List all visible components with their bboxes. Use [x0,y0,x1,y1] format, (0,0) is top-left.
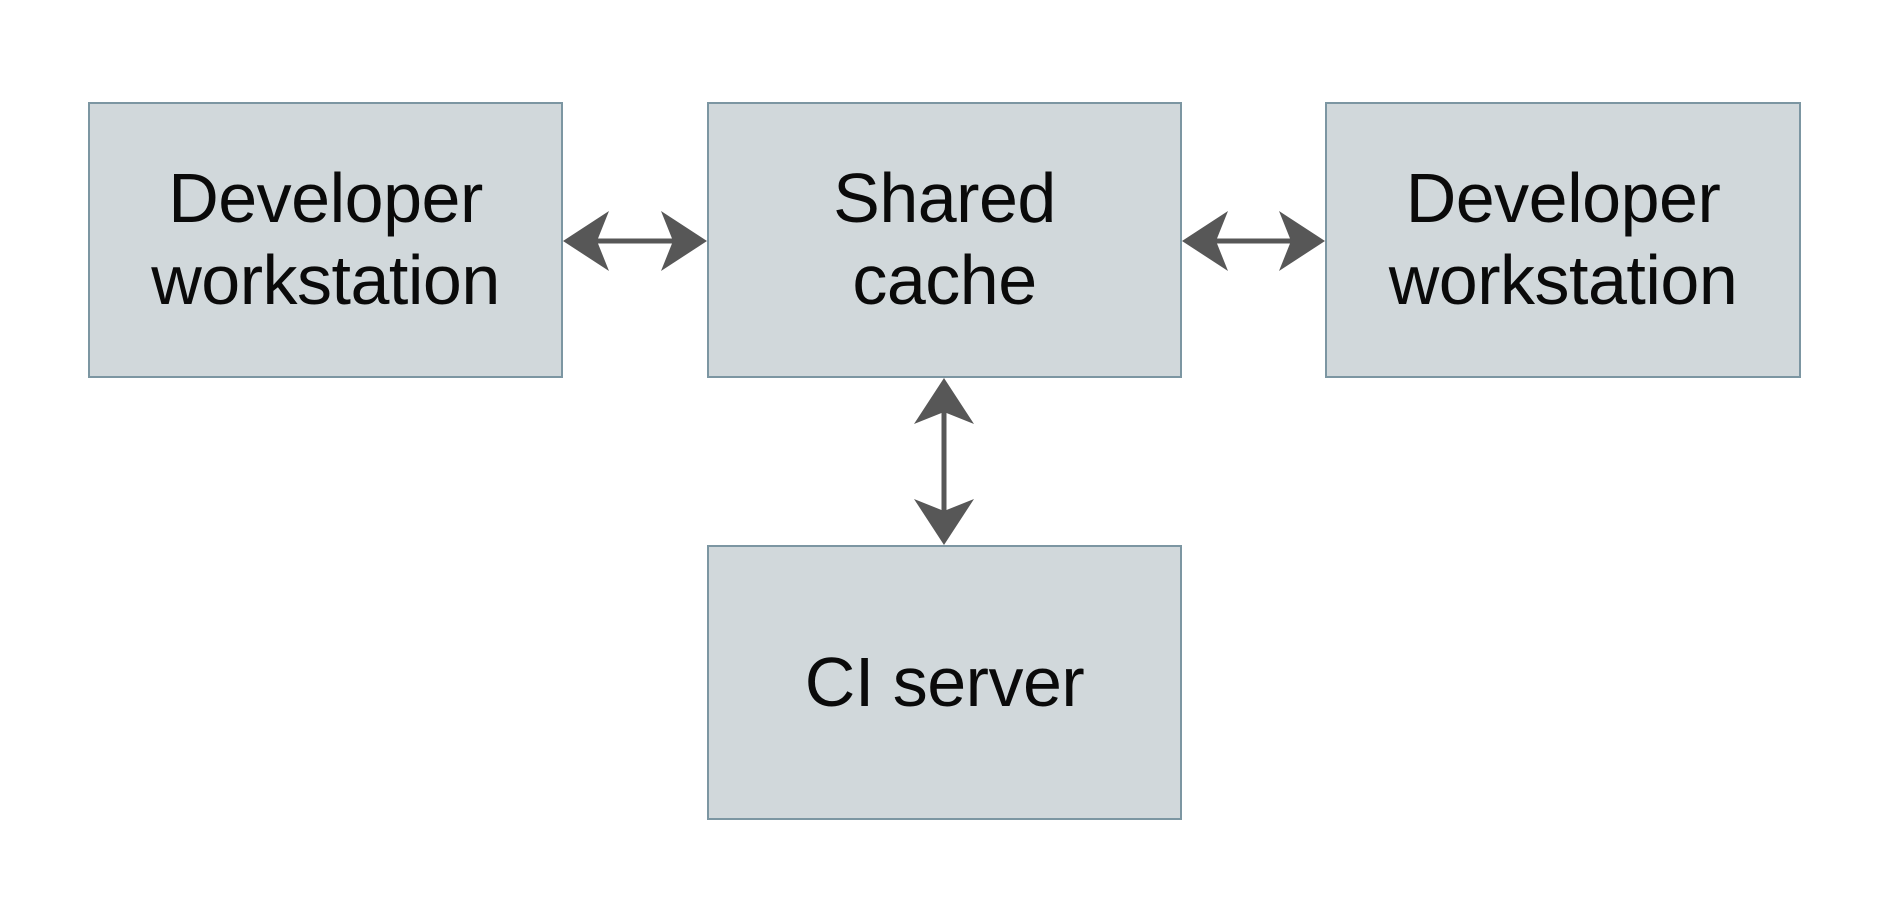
node-developer-workstation-right[interactable]: Developer workstation [1325,102,1801,378]
double-headed-arrow-icon [563,211,707,271]
node-developer-workstation-left[interactable]: Developer workstation [88,102,563,378]
double-headed-arrow-icon [1182,211,1325,271]
node-label: CI server [804,642,1085,721]
edge-left-workstation-to-shared-cache [563,211,707,271]
edge-shared-cache-to-right-workstation [1182,211,1325,271]
node-shared-cache[interactable]: Shared cache [707,102,1182,378]
node-ci-server[interactable]: CI server [707,545,1182,820]
double-headed-arrow-icon [914,378,974,545]
node-label: Developer workstation [1388,159,1738,319]
node-label: Developer workstation [151,159,500,319]
edge-ci-server-to-shared-cache [807,378,974,545]
node-label: Shared cache [833,159,1056,319]
